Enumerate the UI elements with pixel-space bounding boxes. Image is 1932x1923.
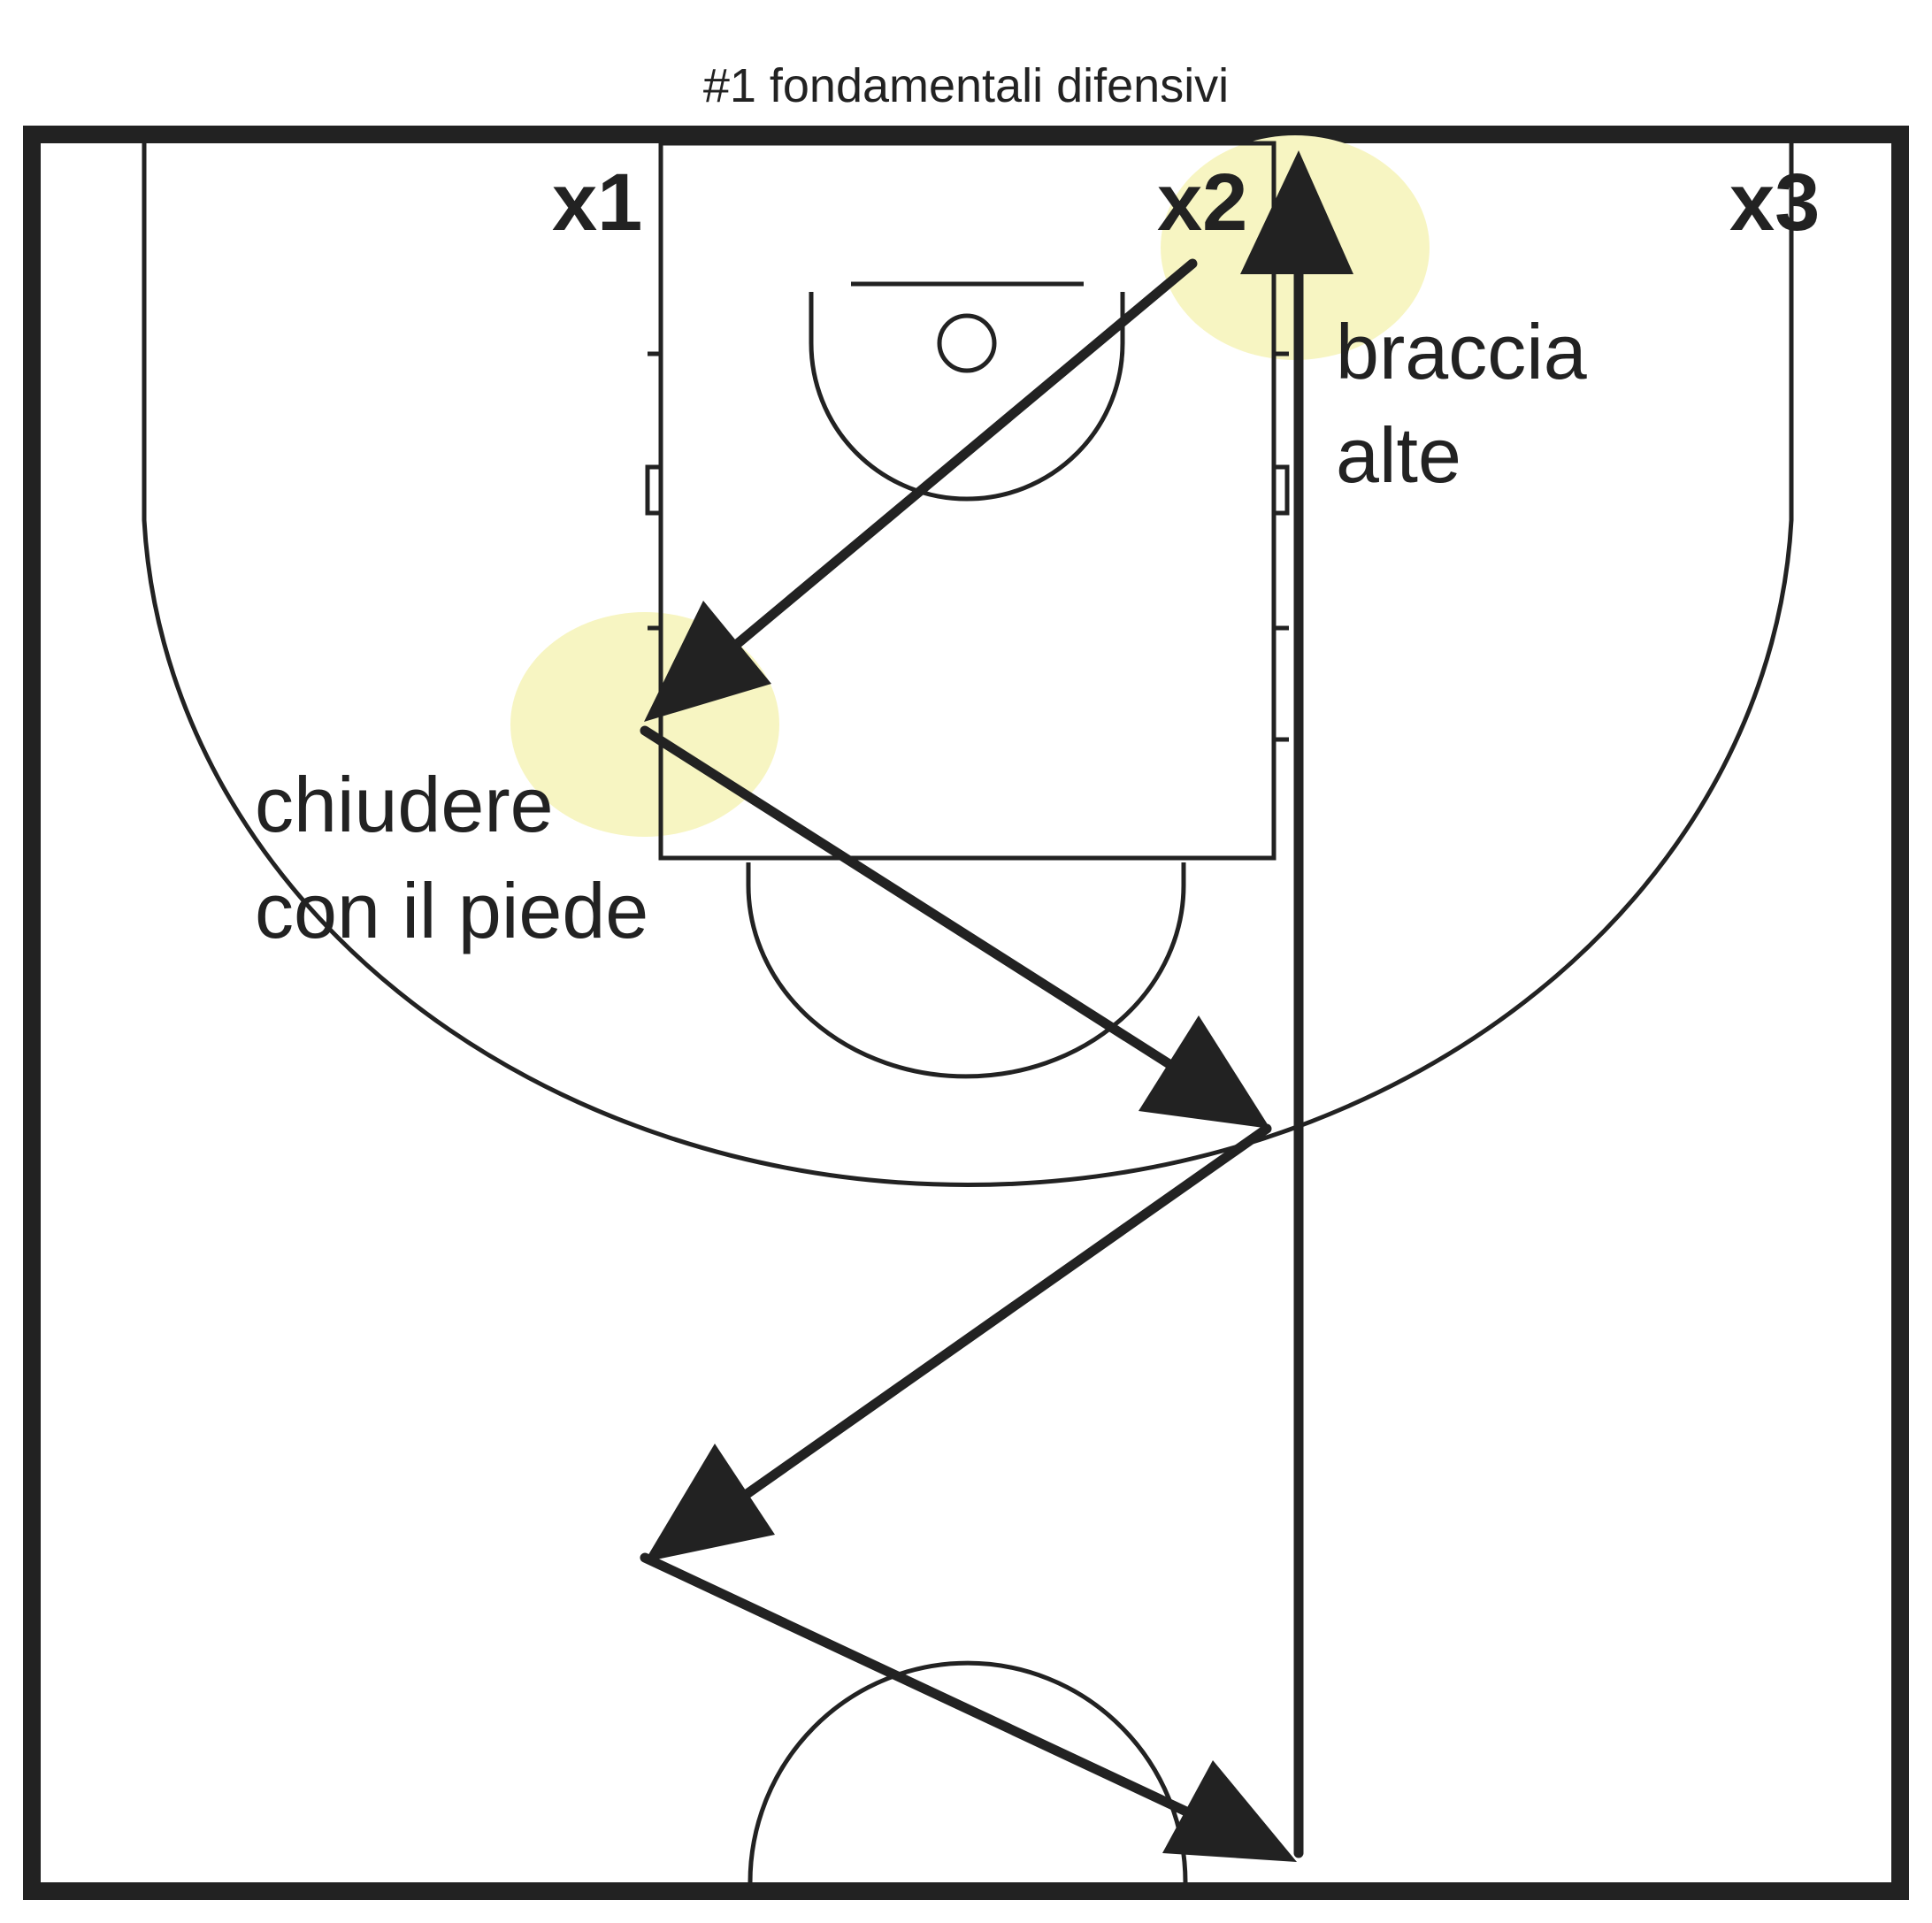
diagram-title: #1 fondamentali difensivi: [703, 59, 1229, 112]
annotation-foot-line2: con il piede: [255, 867, 648, 954]
free-throw-circle: [746, 862, 1186, 1079]
annotation-arms-line2: alte: [1336, 411, 1461, 499]
center-circle: [748, 1660, 1188, 1883]
rim: [937, 313, 997, 373]
move-segment-1: [698, 258, 1198, 678]
arrowhead-5: [1240, 150, 1353, 274]
move-segment-2: [640, 725, 1207, 1090]
move-segment-3: [705, 1123, 1272, 1525]
restricted-area: [809, 292, 1125, 502]
arrowhead-3: [644, 1444, 775, 1562]
annotation-arms-line1: braccia: [1336, 308, 1587, 395]
player-x3: x3: [1729, 157, 1820, 248]
player-x2: x2: [1157, 157, 1247, 248]
arrowhead-4: [1162, 1760, 1297, 1862]
annotation-foot-line1: chiudere: [255, 761, 554, 848]
arrowhead-2: [1138, 1015, 1270, 1129]
movement-path: [640, 150, 1353, 1862]
move-segment-4: [640, 1552, 1220, 1830]
arrowhead-1: [644, 601, 771, 722]
three-point-line: [142, 143, 1794, 1188]
player-x1: x1: [552, 157, 642, 248]
lane-hash-marks: [645, 351, 1290, 742]
court-boundary: [23, 126, 1909, 1900]
